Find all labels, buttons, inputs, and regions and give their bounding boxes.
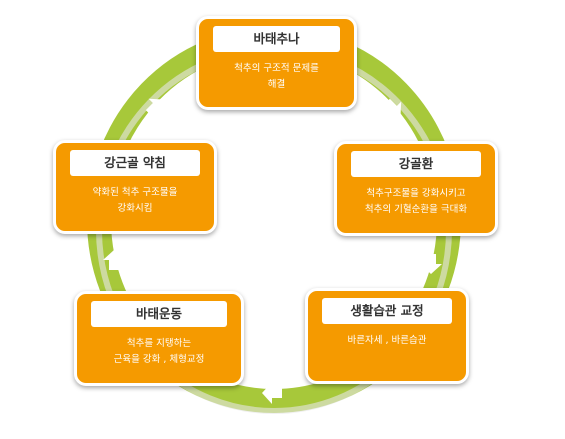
arrow-shape [145,98,165,118]
arrow-shape [420,254,442,274]
arrow-down-icon [420,254,442,274]
step-description: 약화된 척추 구조물을 강화시킴 [64,185,206,217]
step-description-line: 척추의 기혈순환을 극대화 [364,204,468,215]
arrow-up-icon [103,250,125,270]
step-description-line: 척추구조물을 강화시키고 [366,188,466,199]
step-card-exercise: 바태운동 척추를 지탱하는 근육을 강화 , 체형교정 [74,291,244,386]
step-title: 강골환 [351,151,481,177]
step-description: 바른자세 , 바른습관 [316,333,458,349]
step-description-line: 바른자세 , 바른습관 [347,335,427,346]
arrow-shape [262,382,282,404]
step-description-line: 강화시킴 [117,203,153,214]
step-card-habit-correction: 생활습관 교정 바른자세 , 바른습관 [305,288,469,384]
step-description-line: 척추를 지탱하는 [126,338,192,349]
step-description-line: 근육을 강화 , 체형교정 [113,354,205,365]
step-description: 척추구조물을 강화시키고 척추의 기혈순환을 극대화 [345,186,487,218]
step-description-line: 약화된 척추 구조물을 [92,187,178,198]
step-title: 바태추나 [213,26,340,52]
step-card-pharmacopuncture: 강근골 약침 약화된 척추 구조물을 강화시킴 [53,140,217,234]
step-card-chuna: 바태추나 척추의 구조적 문제를 해결 [196,16,357,110]
arrow-left-icon [262,382,282,404]
step-title: 강근골 약침 [70,150,200,176]
step-title: 생활습관 교정 [322,298,452,324]
step-description-line: 척추의 구조적 문제를 [234,63,319,74]
step-description-line: 해결 [267,79,286,90]
arrow-shape [382,98,402,118]
arrow-up-right-icon [145,98,165,118]
arrow-shape [103,250,125,270]
step-card-ganggolhwan: 강골환 척추구조물을 강화시키고 척추의 기혈순환을 극대화 [334,141,498,236]
step-description: 척추의 구조적 문제를 해결 [207,61,346,93]
step-title: 바태운동 [91,301,227,327]
arrow-down-right-icon [382,98,402,118]
step-description: 척추를 지탱하는 근육을 강화 , 체형교정 [85,336,233,368]
